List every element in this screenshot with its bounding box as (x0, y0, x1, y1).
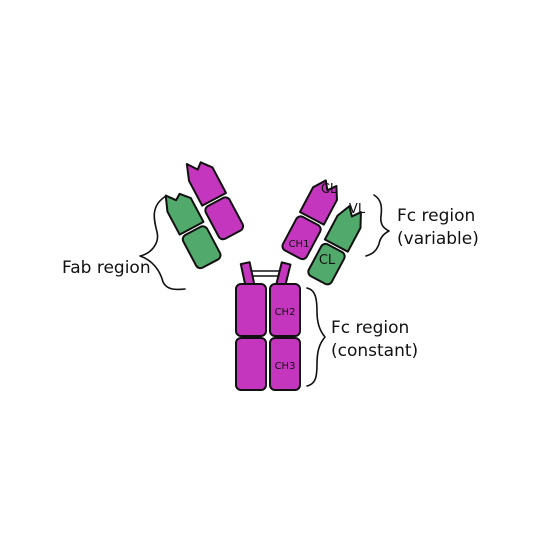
fab-region-label: Fab region (62, 258, 151, 278)
right-tip-cl-label: CL (321, 182, 338, 197)
left-ch3-domain (235, 337, 267, 391)
fab-brace (139, 195, 186, 291)
left-vh-domain (185, 161, 228, 207)
left-hinge (239, 261, 256, 288)
left-vl-domain (164, 192, 205, 236)
fc-stem: CH2 CH3 (235, 283, 301, 391)
fc-variable-label-line2: (variable) (397, 229, 479, 249)
right-vl-domain (323, 205, 362, 253)
right-ch1-label: CH1 (289, 239, 310, 250)
right-arm: CL VL CL CH1 (281, 179, 366, 286)
left-light-chain (164, 192, 222, 270)
right-ch2-domain (269, 283, 301, 337)
disulfide-bridges (251, 270, 281, 277)
ch3-label: CH3 (275, 361, 296, 372)
fc-variable-brace (365, 194, 390, 257)
left-cl-domain (181, 225, 222, 270)
right-vl-label: VL (349, 202, 366, 217)
right-ch-tip-domain (298, 179, 338, 226)
fc-constant-label-line1: Fc region (331, 318, 409, 338)
right-cl-domain (307, 242, 346, 286)
right-cl-label: CL (319, 253, 336, 268)
right-heavy-chain (281, 179, 338, 261)
fc-variable-label-line1: Fc region (397, 206, 475, 226)
left-heavy-chain (185, 161, 245, 241)
ch2-label: CH2 (275, 307, 296, 318)
right-ch3-domain (269, 337, 301, 391)
left-ch1-domain (204, 196, 245, 241)
right-ch1-domain (281, 215, 322, 261)
right-light-chain (307, 205, 362, 286)
left-arm (164, 161, 245, 270)
left-ch2-domain (235, 283, 267, 337)
fc-constant-brace (306, 287, 326, 387)
fc-constant-label-line2: (constant) (331, 341, 418, 361)
